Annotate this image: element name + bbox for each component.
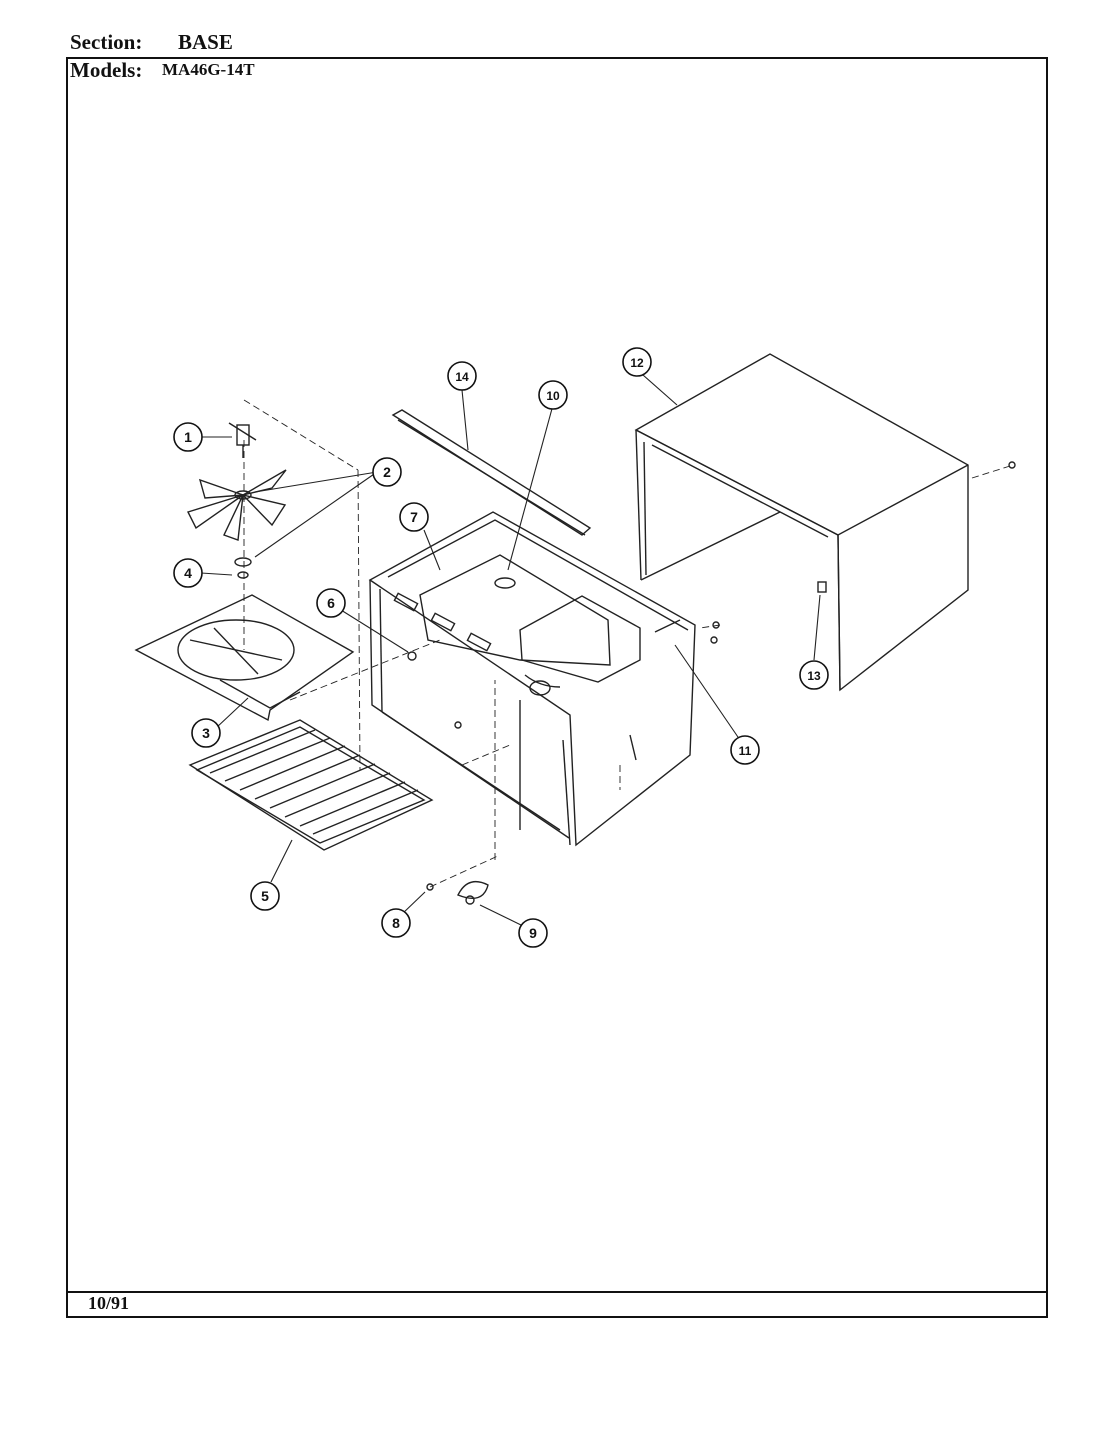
callout-6: 6 [316, 588, 346, 618]
section-value: BASE [178, 30, 233, 54]
page-frame [66, 57, 1048, 1318]
section-label: Section: [70, 30, 143, 54]
callout-number: 13 [807, 669, 821, 683]
callout-circle [372, 457, 402, 487]
callout-number: 12 [630, 356, 644, 370]
callout-number: 11 [739, 744, 752, 758]
callout-number: 9 [529, 925, 537, 941]
oven-cavity [368, 511, 696, 847]
callout-circle [622, 347, 652, 377]
callout-circle [799, 660, 829, 690]
callout-12: 12 [622, 347, 652, 377]
callout-8: 8 [381, 908, 411, 938]
projection-lines [243, 399, 1011, 888]
fan-assembly [187, 422, 287, 579]
callout-2: 2 [372, 457, 402, 487]
outer-cabinet [634, 353, 969, 692]
callout-number: 6 [327, 595, 335, 611]
callout-number: 8 [392, 915, 400, 931]
callout-circle [316, 588, 346, 618]
models-value: MA46G-14T [162, 60, 255, 79]
callout-5: 5 [250, 881, 280, 911]
oven-rack [188, 719, 434, 851]
hardware [407, 461, 1016, 905]
callout-number: 14 [455, 370, 469, 384]
callout-number: 5 [261, 888, 269, 904]
callout-number: 7 [410, 509, 418, 525]
callout-number: 2 [383, 464, 391, 480]
revision-date: 10/91 [88, 1293, 130, 1313]
callout-9: 9 [518, 918, 548, 948]
callout-7: 7 [399, 502, 429, 532]
top-rail [391, 409, 592, 536]
models-label: Models: [70, 58, 143, 82]
callout-circle [447, 361, 477, 391]
callout-circle [173, 422, 203, 452]
callout-number: 3 [202, 725, 210, 741]
footer-divider [66, 1291, 1048, 1293]
leader-lines [200, 374, 821, 926]
fan-plate [134, 594, 355, 722]
callout-circle [250, 881, 280, 911]
callout-14: 14 [447, 361, 477, 391]
callout-circle [518, 918, 548, 948]
callout-circle [538, 380, 568, 410]
callout-3: 3 [191, 718, 221, 748]
callout-circle [173, 558, 203, 588]
callout-number: 1 [184, 429, 192, 445]
callout-1: 1 [173, 422, 203, 452]
callout-number: 10 [546, 389, 560, 403]
callout-circle [730, 735, 760, 765]
callout-13: 13 [799, 660, 829, 690]
callout-10: 10 [538, 380, 568, 410]
callout-number: 4 [184, 565, 192, 581]
callout-11: 11 [730, 735, 760, 765]
callout-circle [399, 502, 429, 532]
callout-circle [381, 908, 411, 938]
callout-circle [191, 718, 221, 748]
callout-4: 4 [173, 558, 203, 588]
